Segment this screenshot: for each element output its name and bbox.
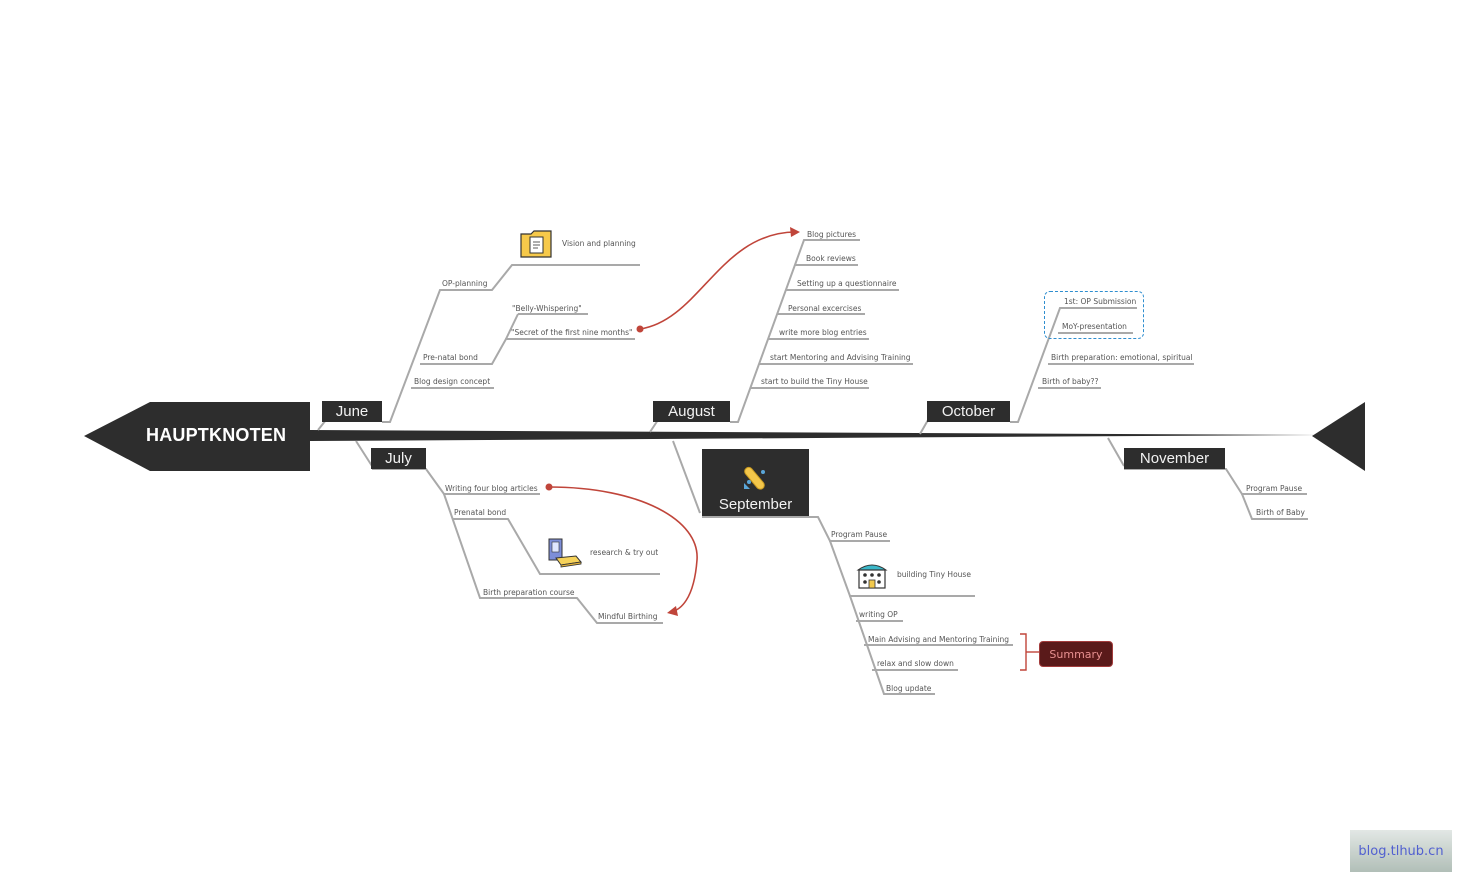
topic-main-advising-training[interactable]: Main Advising and Mentoring Training bbox=[868, 635, 1009, 644]
topic-blog-update[interactable]: Blog update bbox=[886, 684, 932, 693]
watermark: blog.tlhub.cn bbox=[1350, 830, 1452, 872]
document-folder-icon bbox=[520, 229, 553, 263]
skateboard-icon bbox=[743, 466, 765, 490]
month-node-june[interactable]: June bbox=[322, 401, 382, 422]
topic-blog-pictures[interactable]: Blog pictures bbox=[807, 230, 857, 239]
topic-writing-op[interactable]: writing OP bbox=[859, 610, 898, 619]
month-node-november[interactable]: November bbox=[1124, 448, 1225, 469]
topic-building-tiny-house[interactable]: building Tiny House bbox=[897, 570, 971, 579]
month-node-july[interactable]: July bbox=[371, 448, 426, 469]
topic-birth-preparation-emotional[interactable]: Birth preparation: emotional, spiritual bbox=[1051, 353, 1193, 362]
topic-start-mentoring-training[interactable]: start Mentoring and Advising Training bbox=[770, 353, 911, 362]
september-branches bbox=[702, 516, 1013, 695]
topic-research-try-out[interactable]: research & try out bbox=[590, 548, 659, 557]
summary-node[interactable]: Summary bbox=[1039, 641, 1113, 667]
fishbone-spine bbox=[84, 402, 1365, 471]
topic-birth-preparation-course[interactable]: Birth preparation course bbox=[483, 588, 575, 597]
month-label-september: September bbox=[718, 496, 793, 513]
topic-birth-of-baby-question[interactable]: Birth of baby?? bbox=[1042, 377, 1099, 386]
topic-prenatal-bond[interactable]: Prenatal bond bbox=[454, 508, 507, 517]
relationship-arrow-june-august[interactable] bbox=[636, 227, 801, 333]
central-topic-title[interactable]: HAUPTKNOTEN bbox=[146, 425, 287, 445]
topic-relax-slow-down[interactable]: relax and slow down bbox=[877, 659, 954, 668]
october-branches bbox=[1010, 307, 1194, 423]
topic-op-planning[interactable]: OP-planning bbox=[442, 279, 488, 288]
topic-start-build-tiny-house[interactable]: start to build the Tiny House bbox=[761, 377, 868, 386]
topic-op-submission[interactable]: 1st: OP Submission bbox=[1064, 297, 1137, 306]
topic-writing-four-blog-articles[interactable]: Writing four blog articles bbox=[445, 484, 538, 493]
november-branches bbox=[1124, 468, 1308, 520]
june-branches bbox=[382, 264, 640, 423]
month-node-august[interactable]: August bbox=[653, 401, 730, 422]
topic-program-pause-september[interactable]: Program Pause bbox=[831, 530, 888, 539]
boundary-frame[interactable] bbox=[1044, 291, 1144, 339]
summary-bracket bbox=[1020, 633, 1039, 671]
topic-pre-natal-bond[interactable]: Pre-natal bond bbox=[423, 353, 478, 362]
topic-write-more-blog-entries[interactable]: write more blog entries bbox=[779, 328, 867, 337]
topic-personal-excercises[interactable]: Personal excercises bbox=[788, 304, 862, 313]
july-branches bbox=[372, 468, 663, 624]
august-branches bbox=[730, 239, 913, 423]
topic-vision-and-planning[interactable]: Vision and planning bbox=[562, 239, 636, 248]
month-node-october[interactable]: October bbox=[927, 401, 1010, 422]
topic-setting-up-questionnaire[interactable]: Setting up a questionnaire bbox=[797, 279, 897, 288]
topic-belly-whispering[interactable]: "Belly-Whispering" bbox=[512, 304, 582, 313]
topic-secret-nine-months[interactable]: "Secret of the first nine months" bbox=[511, 328, 633, 337]
topic-mindful-birthing[interactable]: Mindful Birthing bbox=[598, 612, 658, 621]
topic-blog-design-concept[interactable]: Blog design concept bbox=[414, 377, 491, 386]
book-icon bbox=[546, 538, 584, 572]
topic-birth-of-baby[interactable]: Birth of Baby bbox=[1256, 508, 1305, 517]
topic-book-reviews[interactable]: Book reviews bbox=[806, 254, 856, 263]
relationship-arrow-july[interactable] bbox=[545, 483, 698, 617]
topic-moy-presentation[interactable]: MoY-presentation bbox=[1062, 322, 1127, 331]
topic-program-pause-november[interactable]: Program Pause bbox=[1246, 484, 1303, 493]
house-icon bbox=[856, 560, 888, 594]
month-node-september[interactable]: September bbox=[702, 449, 809, 516]
